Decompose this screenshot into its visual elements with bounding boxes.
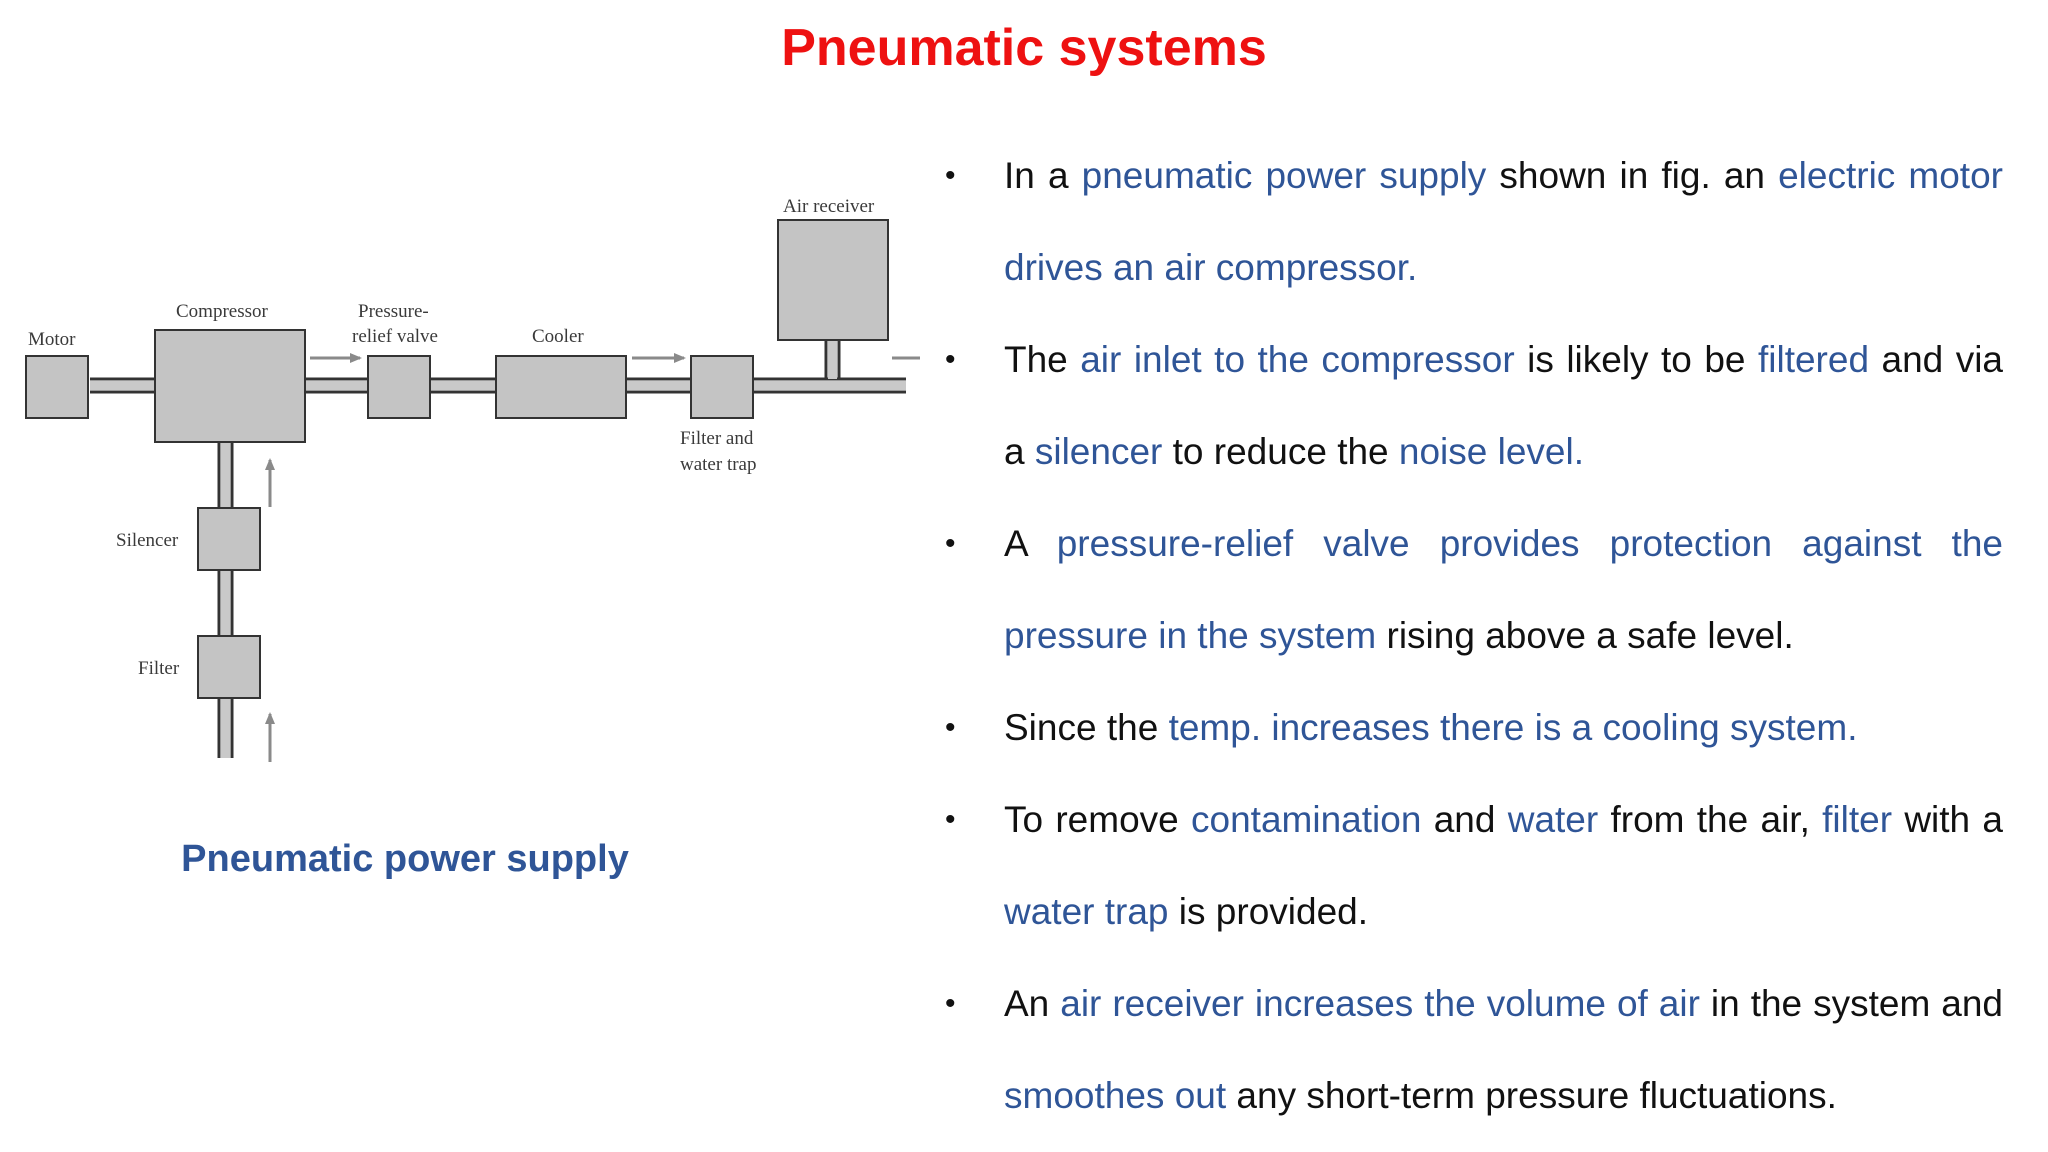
bullet-text: A pressure-relief valve provides protect… — [1004, 523, 2003, 656]
air-receiver-label: Air receiver — [783, 196, 875, 217]
bullet-text: An air receiver increases the volume of … — [1004, 983, 2004, 1116]
receiver-pipe — [824, 340, 841, 379]
bullet-item: • A pressure-relief valve provides protec… — [945, 498, 2003, 682]
motor-box — [25, 355, 89, 419]
filter-label: Filter — [138, 658, 180, 679]
filter-trap-label-1: Filter and — [680, 428, 754, 449]
compressor-box — [154, 329, 306, 443]
bullet-text: To remove contamination and water from t… — [1004, 799, 2003, 932]
compressor-label: Compressor — [176, 301, 269, 322]
bullet-dot: • — [945, 159, 956, 192]
bullet-dot: • — [945, 711, 956, 744]
diagram-caption: Pneumatic power supply — [181, 838, 629, 880]
bullet-dot: • — [945, 987, 956, 1020]
bullet-text: Since the temp. increases there is a coo… — [1004, 707, 1858, 748]
page-title: Pneumatic systems — [781, 19, 1267, 77]
bullet-dot: • — [945, 803, 956, 836]
bullet-dot: • — [945, 343, 956, 376]
filter-trap-box — [690, 355, 754, 419]
pneumatic-diagram: Motor Compressor Pressure- relief valve … — [20, 180, 947, 780]
bullet-dot: • — [945, 527, 956, 560]
pressure-relief-label-2: relief valve — [352, 326, 438, 347]
air-receiver-box — [777, 219, 889, 341]
bullet-list: • In a pneumatic power supply shown in fi… — [945, 130, 2003, 1142]
silencer-label: Silencer — [116, 530, 179, 551]
cooler-box — [495, 355, 627, 419]
pressure-relief-valve-box — [367, 355, 431, 419]
cooler-label: Cooler — [532, 326, 584, 347]
bullet-text: The air inlet to the compressor is likel… — [1004, 339, 2004, 472]
bullet-text: In a pneumatic power supply shown in fig… — [1004, 155, 2003, 288]
motor-label: Motor — [28, 329, 76, 350]
bullet-item: • The air inlet to the compressor is like… — [945, 314, 2003, 498]
inlet-pipe — [217, 442, 234, 758]
bullet-item: • In a pneumatic power supply shown in fi… — [945, 130, 2003, 314]
bullet-item: • To remove contamination and water from … — [945, 774, 2003, 958]
filter-trap-label-2: water trap — [680, 454, 756, 475]
pressure-relief-label-1: Pressure- — [358, 301, 429, 322]
silencer-box — [197, 507, 261, 571]
bullet-item: • An air receiver increases the volume of… — [945, 958, 2003, 1142]
bullet-item: • Since the temp. increases there is a co… — [945, 682, 2003, 774]
filter-box — [197, 635, 261, 699]
